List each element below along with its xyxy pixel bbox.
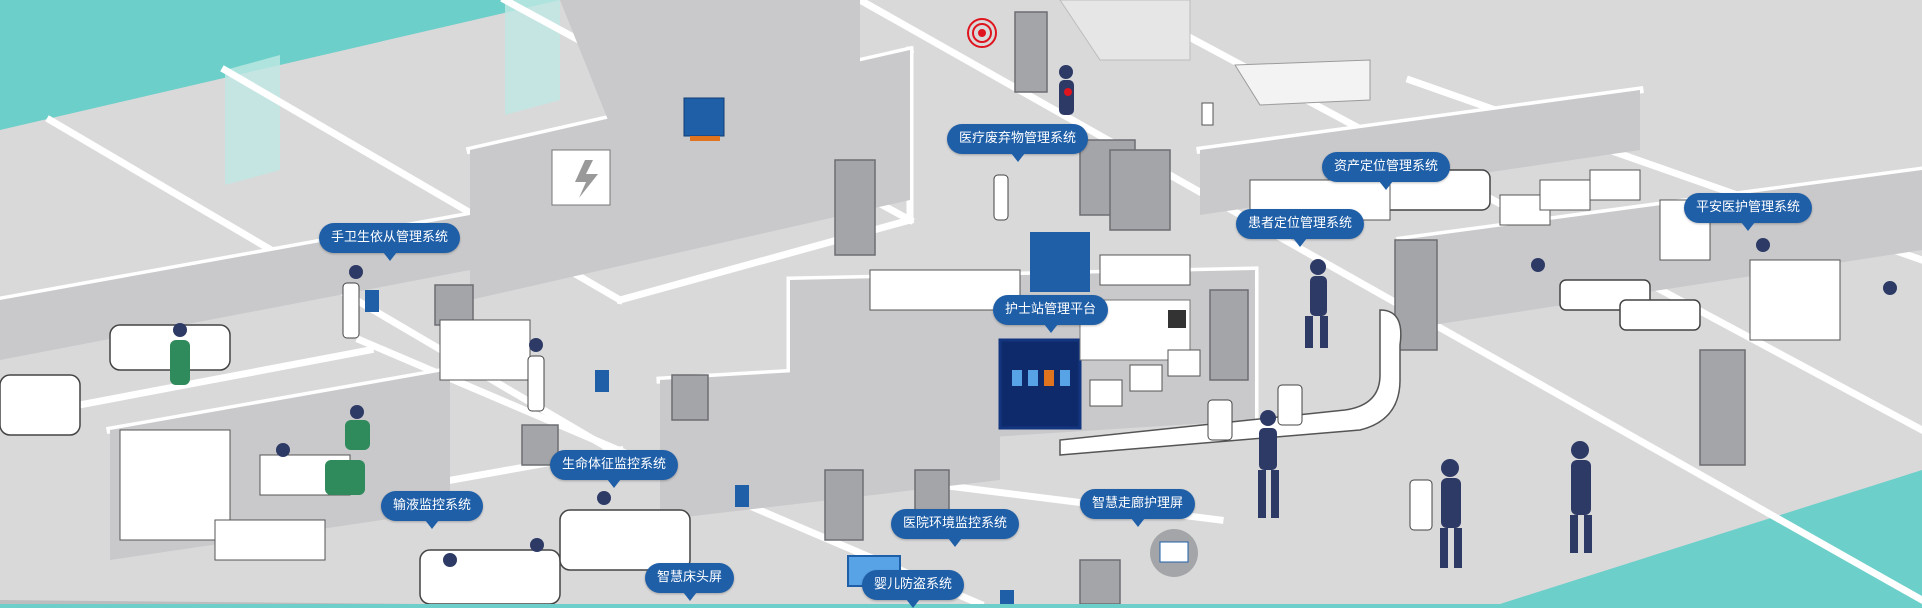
reception-counter [1059,309,1402,456]
monitor-cart [1089,379,1123,407]
callout-safe-care: 平安医护管理系统 [1684,193,1813,231]
callout-bedside-screen: 智慧床头屏 [645,563,735,601]
monitor-cart [1129,364,1163,392]
blue-device-box [683,97,725,137]
callout-infant-security: 婴儿防盗系统 [862,570,965,608]
callout-environment: 医院环境监控系统 [891,509,1020,547]
floor-shadow [0,600,420,604]
hand-sanitizer-icon [365,290,1014,604]
elevator-shaft [1234,59,1371,106]
monitor-cart [1167,349,1201,377]
callout-patient-location: 患者定位管理系统 [1236,209,1365,247]
glass-panel [505,0,560,115]
alarm-beacon-icon [967,18,997,48]
callout-smart-corridor: 智慧走廊护理屏 [1080,489,1196,527]
callout-hand-hygiene: 手卫生依从管理系统 [319,223,461,261]
callout-nurse-station: 护士站管理平台 [993,295,1109,333]
callout-infusion: 输液监控系统 [381,491,484,529]
stairwell [1059,0,1191,61]
white-coat-staff [342,174,1433,531]
callout-asset-location: 资产定位管理系统 [1322,152,1451,190]
nursing-desk [1099,254,1191,286]
alarm-dot [1064,88,1072,96]
callout-vital-signs: 生命体征监控系统 [550,450,679,488]
server-rack [1030,232,1090,292]
elevator-arrows-icon [1201,102,1214,126]
glass-panel [225,55,280,185]
beds [0,169,1701,604]
callout-medical-waste: 医疗废弃物管理系统 [947,124,1089,162]
figures [173,65,1897,568]
surgical-staff [170,340,370,495]
